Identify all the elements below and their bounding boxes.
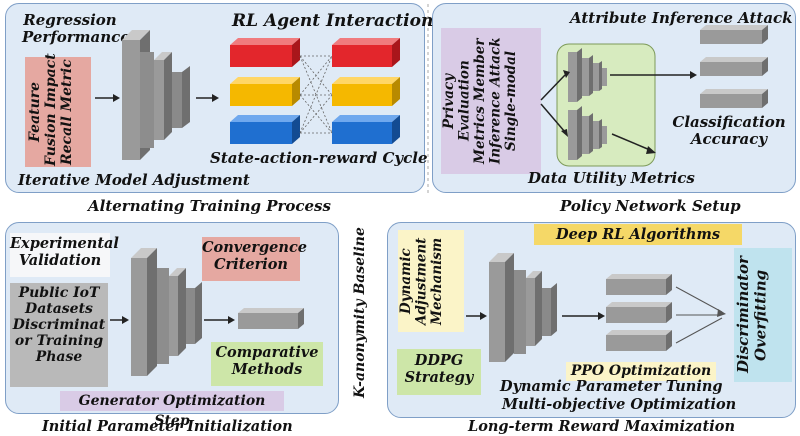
upper-network-icon	[568, 48, 607, 102]
data-utility-label: Data Utility Metrics	[528, 169, 695, 187]
rl-bars-right	[332, 38, 400, 144]
iterative-model-adjustment-label: Iterative Model Adjustment	[18, 171, 250, 189]
multi-objective-label: Multi-objective Optimization	[502, 396, 737, 413]
rl-agent-title: RL Agent Interaction	[232, 11, 434, 31]
ddpg-strategy-box: DDPG Strategy	[397, 349, 481, 395]
output-slabs-icon	[700, 25, 768, 108]
privacy-box	[441, 28, 541, 174]
public-iot-box: Public IoT Datasets Discriminat or Train…	[10, 283, 108, 387]
convergence-criterion-box: Convergence Criterion	[202, 237, 307, 281]
state-action-reward-label: State-action-reward Cycle	[210, 149, 428, 167]
feature-box	[25, 57, 91, 167]
caption-long-term-reward: Long-term Reward Maximization	[468, 418, 735, 435]
regression-performance-label: Regression Performance	[22, 11, 130, 46]
stacked-layers-icon-2	[131, 248, 202, 376]
discriminator-box	[734, 248, 792, 382]
output-slab-icon	[238, 308, 304, 329]
lower-network-icon	[568, 106, 607, 160]
comparative-methods-box: Comparative Methods	[211, 342, 323, 386]
experimental-validation-box: Experimental Validation	[10, 233, 119, 277]
deep-rl-box: Deep RL Algorithms	[534, 224, 742, 245]
attribute-inference-title: Attribute Inference Attack	[570, 9, 793, 27]
caption-alternating-training: Alternating Training Process	[88, 197, 331, 215]
ppo-optimization-box: PPO Optimization	[566, 362, 716, 381]
stacked-layers-icon-3	[489, 253, 557, 362]
dynamic-adjustment-box	[398, 230, 464, 332]
dynamic-parameter-tuning-label: Dynamic Parameter Tuning	[500, 378, 723, 395]
discriminator-text: Discriminator Overfitting	[734, 256, 770, 374]
output-slabs-icon-2	[606, 274, 672, 351]
rl-connections	[299, 55, 333, 134]
classification-accuracy-label: Classification Accuracy	[672, 113, 786, 148]
stacked-layers-icon	[122, 30, 190, 160]
caption-initial-parameter: Initial Parameter Initialization	[42, 418, 293, 435]
generator-optimization-box: Generator Optimization Step	[60, 391, 284, 429]
rl-bars-left	[230, 38, 300, 144]
caption-policy-network: Policy Network Setup	[560, 197, 741, 215]
